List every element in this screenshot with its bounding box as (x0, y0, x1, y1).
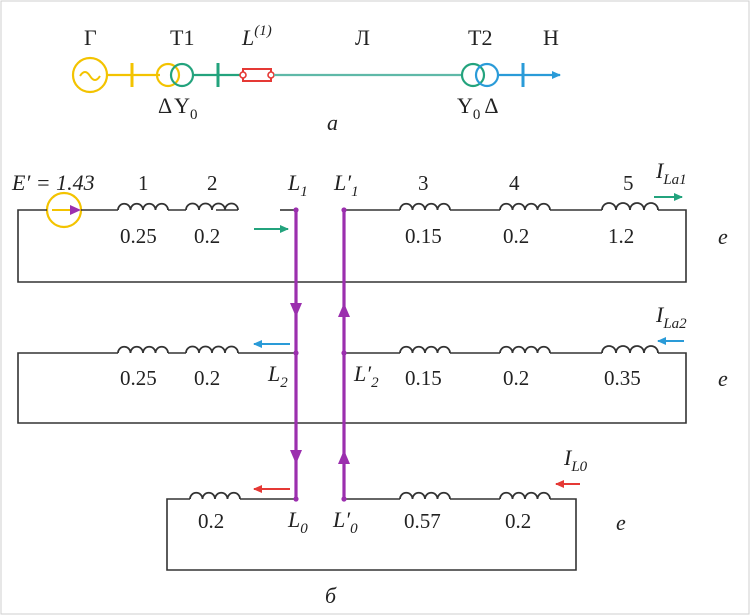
fault-icon (243, 69, 271, 81)
up-arrow-icon (338, 303, 350, 317)
ground-label: e (718, 224, 728, 249)
current-ila1: ILa1 (655, 158, 687, 188)
branch-number-5: 5 (623, 171, 634, 195)
t1-label: Т1 (170, 25, 194, 50)
reactance-value: 0.2 (503, 366, 529, 390)
coil (602, 346, 658, 353)
positive-sequence-network: E′ = 1.43 1 2 3 4 5 0.25 0.2 0.15 0.2 1.… (11, 158, 728, 282)
branch-number-3: 3 (418, 171, 429, 195)
t2-winding-delta (476, 64, 498, 86)
emf-label: E′ = 1.43 (11, 170, 95, 195)
down-arrow-icon (290, 450, 302, 464)
coil (400, 347, 450, 353)
negative-sequence-network: 0.25 0.2 0.15 0.2 0.35 L2 L′2 ILa2 e (18, 302, 728, 423)
reactance-value: 0.25 (120, 224, 157, 248)
branch-number-4: 4 (509, 171, 520, 195)
coil (118, 347, 168, 353)
ground-label: e (616, 510, 626, 535)
reactance-value: 0.35 (604, 366, 641, 390)
t2-label: Т2 (468, 25, 492, 50)
reactance-value: 0.57 (404, 509, 441, 533)
reactance-value: 0.2 (503, 224, 529, 248)
coil-5 (602, 203, 658, 210)
reactance-value: 0.25 (120, 366, 157, 390)
coil-3 (400, 204, 450, 210)
fault-label: L(1) (241, 23, 272, 50)
zero-sequence-network: 0.2 0.57 0.2 L0 L′0 IL0 e (167, 445, 626, 570)
load-label: Н (543, 25, 559, 50)
node-l2: L2 (267, 361, 288, 391)
coil (186, 347, 238, 354)
caption-a: а (327, 110, 338, 135)
reactance-value: 0.2 (198, 509, 224, 533)
reactance-value: 0.2 (194, 366, 220, 390)
up-arrow-icon (338, 450, 350, 464)
current-ila2: ILa2 (655, 302, 687, 332)
reactance-value: 0.2 (194, 224, 220, 248)
node-l2-prime: L′2 (353, 361, 379, 391)
coil-2 (186, 204, 238, 211)
down-arrow-icon (290, 303, 302, 317)
coil (500, 347, 550, 353)
line-label: Л (355, 25, 370, 50)
coil-1 (118, 204, 168, 210)
caption-b: б (325, 583, 337, 608)
t1-connection: ΔY0 (158, 93, 198, 123)
generator-label: Г (84, 25, 97, 50)
current-il0: IL0 (563, 445, 588, 475)
t1-winding-star (171, 64, 193, 86)
node-l0: L0 (287, 507, 308, 537)
reactance-value: 0.15 (405, 366, 442, 390)
coil (400, 493, 450, 499)
coil (500, 493, 550, 499)
branch-number-1: 1 (138, 171, 149, 195)
coil (190, 493, 240, 499)
fault-connectors (290, 207, 350, 501)
sine-icon (80, 72, 100, 80)
ground-label: e (718, 366, 728, 391)
reactance-value: 1.2 (608, 224, 634, 248)
reactance-value: 0.2 (505, 509, 531, 533)
node-l0-prime: L′0 (332, 507, 358, 537)
branch-number-2: 2 (207, 171, 218, 195)
reactance-value: 0.15 (405, 224, 442, 248)
coil-4 (500, 204, 550, 210)
node-l1: L1 (287, 170, 308, 200)
node-l1-prime: L′1 (333, 170, 359, 200)
